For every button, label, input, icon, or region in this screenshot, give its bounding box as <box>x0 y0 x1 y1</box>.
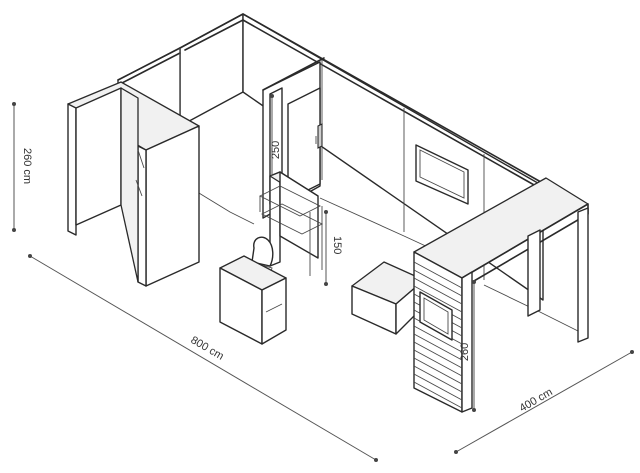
slat-screen <box>419 291 453 341</box>
label-slat-height: 260 <box>459 343 471 361</box>
dimension-slat-height <box>472 280 476 412</box>
label-depth: 400 cm <box>518 386 555 414</box>
label-overall-height: 260 cm <box>21 148 33 184</box>
display-shelf <box>258 171 324 276</box>
label-length: 800 cm <box>189 334 226 362</box>
dimension-storage-height <box>270 94 274 176</box>
right-front-counter <box>413 177 589 343</box>
dimension-depth <box>454 350 634 454</box>
reception-cube <box>219 255 287 345</box>
slat-wall <box>413 251 473 413</box>
label-storage-height: 250 <box>270 141 282 159</box>
dimension-length <box>28 254 378 462</box>
tv-screen <box>415 144 469 205</box>
dimension-display-height <box>324 210 328 286</box>
storage-door <box>287 87 321 201</box>
label-display-height: 150 <box>331 236 343 254</box>
floor-outline <box>193 189 581 333</box>
dimension-height-left <box>12 102 16 232</box>
low-bench <box>351 261 425 335</box>
left-portal <box>67 81 200 287</box>
